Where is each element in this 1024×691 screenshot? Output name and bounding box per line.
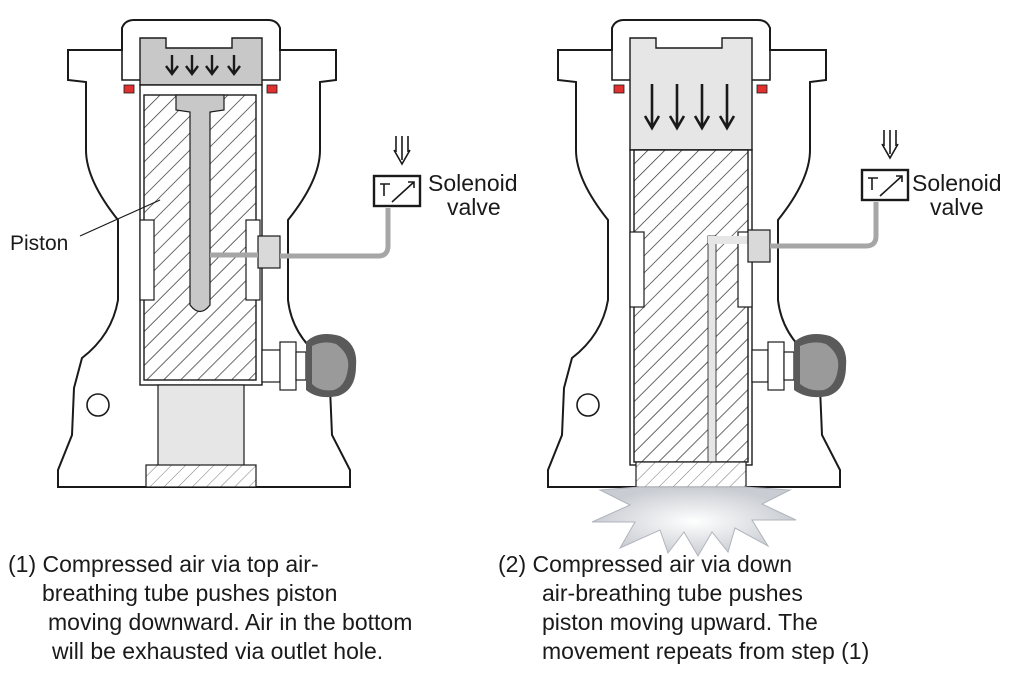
solenoid-label-left-line2: valve [447, 194, 501, 220]
air-channel-link [708, 236, 750, 244]
exhaust-burst [591, 486, 797, 557]
air-tube [770, 202, 879, 249]
pressure-arrows [165, 55, 241, 76]
caption-step1-line4: will be exhausted via outlet hole. [52, 638, 384, 664]
seal-right [266, 84, 278, 94]
solenoid-valve-symbol [860, 130, 910, 202]
diagram-step1 [57, 19, 422, 488]
solenoid-label-right-line1: Solenoid [912, 170, 1002, 196]
air-channel-down [707, 235, 717, 465]
top-air-chamber [629, 37, 753, 151]
caption-step1-line3: moving downward. Air in the bottom [48, 609, 413, 635]
caption-step1-line1: (1) Compressed air via top air- [8, 551, 319, 577]
piston [633, 149, 749, 463]
side-port [257, 235, 281, 269]
air-channel-top [175, 94, 225, 313]
bottom-plug [145, 464, 257, 488]
caption-step2-line2: air-breathing tube pushes [542, 580, 803, 606]
groove-left [629, 231, 645, 308]
piston-leader-line [79, 199, 161, 237]
air-tube [210, 208, 391, 259]
solenoid-valve-symbol [372, 136, 422, 208]
seal-right [756, 84, 768, 94]
caption-step2: (2) Compressed air via down air-breathin… [498, 550, 869, 666]
bottom-plug [635, 461, 747, 488]
side-port [747, 229, 771, 263]
seal-left [123, 84, 135, 94]
caption-step1-line2: breathing tube pushes piston [42, 580, 338, 606]
outlet-fitting [261, 334, 357, 398]
caption-step1: (1) Compressed air via top air- breathin… [8, 550, 412, 666]
solenoid-label-right-line2: valve [930, 194, 984, 220]
groove-left [139, 219, 155, 301]
diagram-step2 [547, 19, 910, 557]
mount-hole [86, 393, 110, 417]
piston-label: Piston [10, 232, 69, 255]
solenoid-label-left-line1: Solenoid [428, 170, 518, 196]
caption-step2-line3: piston moving upward. The [542, 609, 818, 635]
caption-step2-line4: movement repeats from step (1) [542, 638, 870, 664]
caption-step2-line1: (2) Compressed air via down [498, 551, 793, 577]
mount-hole [576, 393, 600, 417]
seal-left [613, 84, 625, 94]
lower-chamber [157, 384, 245, 468]
outlet-fitting [751, 334, 847, 398]
pressure-arrows [643, 84, 736, 131]
